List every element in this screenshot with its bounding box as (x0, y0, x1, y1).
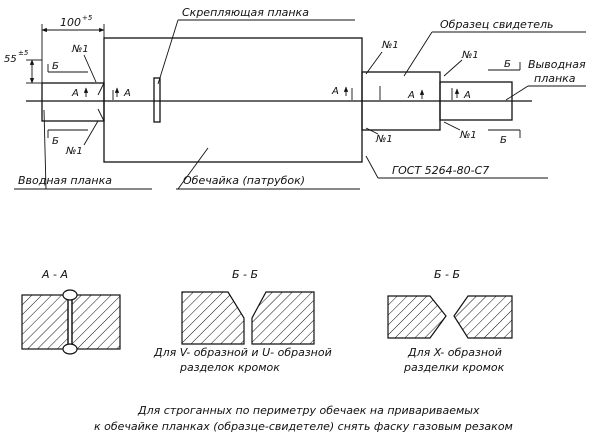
witness-sample-label: Образец свидетель (440, 18, 554, 31)
footer-line-2: к обечайке планках (образце-свидетеле) с… (94, 420, 513, 433)
shell-body (103, 37, 363, 163)
weld-no1: №1 (375, 134, 393, 145)
section-mark-a: А (407, 90, 415, 101)
weld-no1: №1 (381, 40, 399, 51)
footer-note: Для строганных по периметру обечаек на п… (94, 404, 513, 433)
x-caption-1: Для X- образной (407, 346, 502, 359)
section-aa-left-plate (21, 294, 69, 350)
weld-no1: №1 (459, 130, 477, 141)
gost-label: ГОСТ 5264-80-С7 (392, 164, 489, 177)
clamp-bar-shape (153, 77, 161, 123)
vu-right-plate (251, 291, 315, 345)
leader-line (443, 121, 461, 131)
vu-left-plate (181, 291, 245, 345)
leader-line (403, 31, 433, 77)
section-bb-x: Б - Б Для X- образной разделки кромок (387, 268, 513, 374)
section-mark-b: Б (52, 136, 59, 147)
section-mark-a: А (123, 88, 131, 99)
leader-line (177, 147, 209, 190)
weld-bead-bottom (62, 343, 78, 355)
leader-line (83, 120, 99, 146)
vu-caption-1: Для V- образной и U- образной (153, 346, 332, 359)
weld-bead-top (62, 289, 78, 301)
weld-no1: №1 (461, 50, 479, 61)
shell-label: Обечайка (патрубок) (183, 174, 305, 187)
outlet-bar-label-1: Выводная (528, 58, 586, 71)
section-aa-right-plate (71, 294, 121, 350)
top-dim-tolerance: +5 (82, 14, 93, 22)
section-mark-b: Б (52, 61, 59, 72)
section-mark-b: Б (504, 59, 511, 70)
section-aa-title: А - А (41, 268, 68, 281)
leader-line (443, 59, 463, 77)
section-bb-title-2: Б - Б (434, 268, 460, 281)
section-mark-b: Б (500, 135, 507, 146)
top-dim-value: 100 (60, 16, 81, 29)
left-dim-value: 55 (4, 54, 17, 65)
weld-edge-mark (97, 108, 105, 122)
weld-no1: №1 (65, 146, 83, 157)
x-left-plate (387, 295, 447, 339)
section-bb-title-1: Б - Б (232, 268, 258, 281)
leader-line (157, 19, 179, 85)
footer-line-1: Для строганных по периметру обечаек на п… (137, 404, 480, 417)
section-aa: А - А (21, 268, 121, 355)
x-right-plate (453, 295, 513, 339)
inlet-bar-label: Вводная планка (18, 174, 112, 187)
left-dim-tolerance: ±5 (18, 49, 29, 57)
leader-line (365, 127, 379, 135)
assembly-view: 100 +5 55 ±5 Б №1 Б №1 А А А А (4, 6, 586, 190)
leader-line (365, 51, 383, 75)
clamp-bar-label: Скрепляющая планка (182, 6, 309, 19)
section-mark-a: А (71, 88, 79, 99)
leader-line (505, 85, 529, 101)
leader-line (83, 54, 97, 83)
weld-no1: №1 (71, 44, 89, 55)
section-mark-a: А (331, 86, 339, 97)
x-caption-2: разделки кромок (403, 361, 505, 374)
leader-line (365, 155, 379, 179)
weld-edge-mark (97, 82, 105, 96)
outlet-bar-label-2: планка (534, 72, 576, 85)
section-mark-a: А (463, 90, 471, 101)
leader-line (43, 109, 47, 190)
vu-caption-2: разделок кромок (179, 361, 280, 374)
section-bb-vu: Б - Б Для V- образной и U- образной разд… (153, 268, 332, 374)
